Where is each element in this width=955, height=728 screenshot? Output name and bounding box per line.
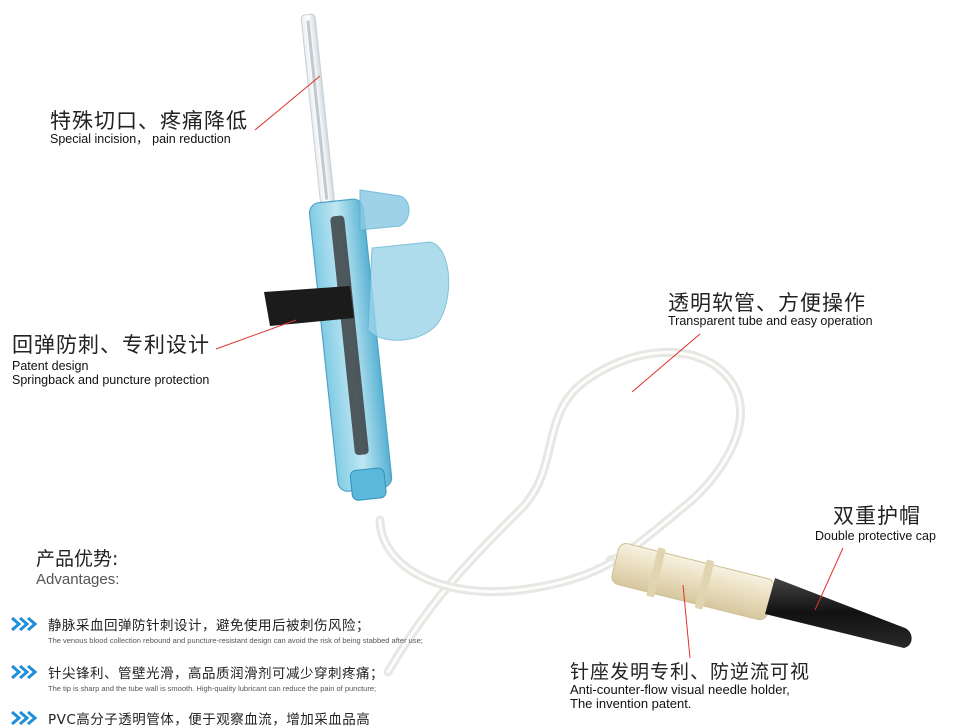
advantage-en: The tip is sharp and the tube wall is sm…	[48, 684, 377, 693]
needle-holder	[611, 543, 775, 621]
callout-cap: 双重护帽 Double protective cap	[815, 504, 936, 544]
advantages-list: 静脉采血回弹防针刺设计，避免使用后被刺伤风险； The venous blood…	[10, 610, 570, 728]
callout-incision-en: Special incision， pain reduction	[50, 132, 231, 147]
advantage-en: The venous blood collection rebound and …	[48, 636, 423, 645]
callout-holder-en-line1: Anti-counter-flow visual needle holder,	[570, 681, 790, 697]
leader-line-incision	[254, 75, 321, 131]
safety-hub	[308, 198, 393, 501]
callout-springback-en-line2: Springback and puncture protection	[12, 372, 210, 387]
callout-springback-en-line1: Patent design	[12, 359, 89, 374]
callout-springback-cn: 回弹防刺、专利设计	[12, 333, 210, 357]
advantage-item: PVC高分子透明管体，便于观察血流，增加采血品高	[10, 708, 370, 728]
callout-incision: 特殊切口、疼痛降低 Special incision， pain reducti…	[50, 109, 248, 147]
leader-line-holder	[682, 584, 691, 659]
advantage-cn: 针尖锋利、管壁光滑，高品质润滑剂可减少穿刺疼痛；	[48, 666, 384, 682]
advantage-cn: PVC高分子透明管体，便于观察血流，增加采血品高	[48, 712, 371, 728]
callout-tube: 透明软管、方便操作 Transparent tube and easy oper…	[668, 291, 873, 329]
advantages-title-en: Advantages:	[36, 571, 120, 588]
callout-cap-en: Double protective cap	[815, 529, 936, 544]
callout-holder-en-line2: The invention patent.	[570, 696, 692, 712]
leader-line-cap	[814, 547, 844, 611]
leader-lines	[215, 75, 844, 659]
leader-line-springback	[215, 319, 297, 350]
leader-line-tube	[631, 333, 701, 393]
advantages-title-cn: 产品优势:	[36, 548, 119, 570]
advantage-item: 静脉采血回弹防针刺设计，避免使用后被刺伤风险； The venous blood…	[10, 614, 423, 645]
callout-cap-cn: 双重护帽	[833, 504, 921, 528]
advantages-heading: 产品优势: Advantages:	[36, 544, 119, 588]
protective-cap	[765, 578, 912, 648]
callout-tube-cn: 透明软管、方便操作	[668, 291, 866, 315]
transparent-tubing	[375, 348, 745, 677]
callout-holder: 针座发明专利、防逆流可视 Anti-counter-flow visual ne…	[570, 662, 810, 711]
double-chevron-icon	[11, 616, 38, 632]
callout-tube-en: Transparent tube and easy operation	[668, 314, 873, 329]
callout-springback: 回弹防刺、专利设计 Patent design Springback and p…	[12, 333, 210, 388]
double-chevron-icon	[11, 664, 38, 680]
advantage-cn: 静脉采血回弹防针刺设计，避免使用后被刺伤风险；	[48, 618, 370, 634]
butterfly-wings	[359, 189, 450, 341]
double-chevron-icon	[11, 710, 38, 726]
callout-incision-cn: 特殊切口、疼痛降低	[50, 109, 248, 133]
callout-holder-cn: 针座发明专利、防逆流可视	[570, 661, 811, 683]
needle-tip	[300, 13, 335, 205]
advantage-item: 针尖锋利、管壁光滑，高品质润滑剂可减少穿刺疼痛； The tip is shar…	[10, 662, 384, 693]
springback-tab	[264, 286, 354, 326]
